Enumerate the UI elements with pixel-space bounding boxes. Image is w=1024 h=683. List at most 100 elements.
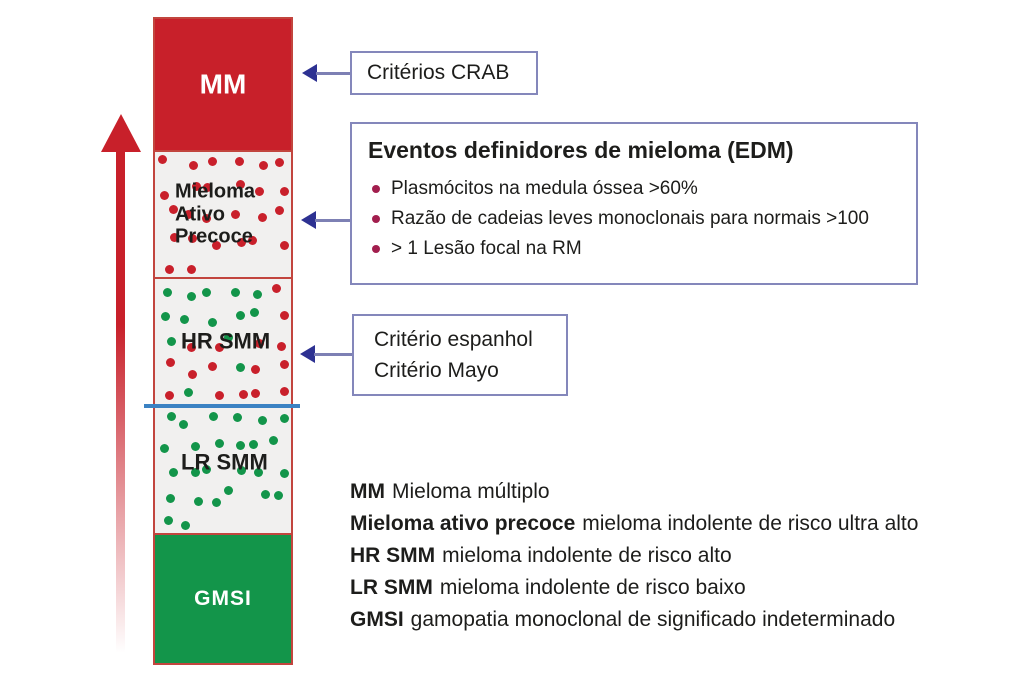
cell-dot	[248, 236, 258, 246]
segment-mm-label: MM	[199, 68, 247, 100]
cell-dot	[260, 489, 270, 499]
legend-term: Mieloma ativo precoce	[350, 512, 576, 535]
segment-mieloma-ativo-precoce: Mieloma Ativo Precoce	[155, 149, 291, 278]
dots-layer	[155, 152, 291, 278]
cell-dot	[163, 288, 173, 298]
criterio-callout-box: Critério espanhol Critério Mayo	[352, 314, 568, 396]
cell-dot	[237, 237, 247, 247]
cell-dot	[257, 212, 267, 222]
cell-dot	[248, 440, 258, 450]
cell-dot	[188, 370, 198, 380]
cell-dot	[159, 191, 169, 201]
legend-desc: mieloma indolente de risco baixo	[439, 576, 746, 599]
cell-dot	[214, 390, 224, 400]
cell-dot	[191, 442, 201, 452]
cell-dot	[280, 187, 290, 196]
cell-dot	[166, 411, 176, 421]
cell-dot	[167, 336, 177, 346]
criterio-line-1: Critério espanhol	[374, 328, 533, 351]
edm-bullet-item: > 1 Lesão focal na RM	[368, 234, 900, 264]
segment-gmsi: GMSI	[155, 533, 291, 663]
cell-dot	[223, 333, 233, 343]
cell-dot	[211, 497, 221, 507]
cell-dot	[192, 181, 202, 191]
cell-dot	[188, 233, 198, 243]
cell-dot	[179, 314, 189, 324]
edm-callout-box: Eventos definidores de mieloma (EDM) Pla…	[350, 122, 918, 285]
cell-dot	[186, 264, 196, 274]
cell-dot	[166, 494, 176, 504]
edm-title: Eventos definidores de mieloma (EDM)	[368, 137, 794, 163]
cell-dot	[273, 491, 283, 501]
cell-dot	[255, 186, 265, 196]
cell-dot	[254, 467, 264, 477]
cell-dot	[168, 204, 178, 214]
bullet-dot-icon	[372, 215, 380, 223]
cell-dot	[232, 412, 242, 422]
segment-ativo-label: Mieloma Ativo Precoce	[175, 180, 256, 248]
edm-bullet-item: Razão de cadeias leves monoclonais para …	[368, 204, 900, 234]
cell-dot	[165, 390, 175, 400]
cell-dot	[230, 210, 240, 220]
edm-bullet-text: Razão de cadeias leves monoclonais para …	[391, 208, 869, 229]
cell-dot	[224, 486, 234, 496]
legend-desc: mieloma indolente de risco ultra alto	[582, 512, 919, 535]
segment-mm: MM	[155, 19, 291, 150]
cell-dot	[280, 359, 290, 369]
cell-dot	[165, 358, 175, 368]
legend-term: HR SMM	[350, 544, 436, 567]
cell-dot	[236, 311, 246, 321]
cell-dot	[275, 206, 285, 216]
cell-dot	[236, 440, 246, 450]
cell-dot	[183, 209, 193, 219]
cell-dot	[201, 465, 211, 475]
cell-dot	[215, 439, 224, 449]
cell-dot	[271, 283, 281, 293]
cell-dot	[269, 435, 279, 445]
cell-dot	[235, 157, 245, 167]
legend-item: GMSI gamopatia monoclonal de significado …	[350, 604, 918, 636]
cell-dot	[164, 264, 174, 274]
legend-desc: gamopatia monoclonal de significado inde…	[410, 608, 896, 631]
cell-dot	[253, 290, 263, 300]
cell-dot	[179, 419, 189, 429]
cell-dot	[183, 387, 193, 397]
legend-term: GMSI	[350, 608, 404, 631]
cell-dot	[280, 386, 290, 396]
progression-up-arrow-icon	[98, 112, 144, 660]
cell-dot	[193, 496, 203, 506]
cell-dot	[169, 468, 179, 478]
cell-dot	[280, 468, 290, 478]
cell-dot	[208, 412, 218, 422]
arrow-shaft	[116, 148, 125, 653]
cell-dot	[202, 288, 211, 298]
cell-dot	[280, 241, 290, 251]
cell-dot	[187, 292, 197, 302]
cell-dot	[202, 213, 212, 223]
cell-dot	[251, 364, 261, 374]
cell-dot	[254, 338, 264, 348]
bullet-dot-icon	[372, 245, 380, 253]
cell-dot	[214, 342, 224, 352]
cell-dot	[238, 390, 248, 400]
segment-lr-smm: LR SMM	[155, 405, 291, 534]
risk-threshold-line	[144, 404, 300, 408]
cell-dot	[235, 362, 245, 372]
crab-callout-label: Critérios CRAB	[367, 61, 510, 84]
cell-dot	[251, 389, 261, 399]
cell-dot	[164, 515, 174, 525]
cell-dot	[280, 414, 290, 424]
cell-dot	[258, 416, 268, 426]
segment-hr-label: HR SMM	[181, 329, 271, 355]
edm-bullet-item: Plasmócitos na medula óssea >60%	[368, 174, 900, 204]
cell-dot	[190, 467, 200, 477]
disease-spectrum-column: MM Mieloma Ativo Precoce HR SMM LR SMM G…	[153, 17, 293, 665]
cell-dot	[275, 157, 285, 167]
legend-item: Mieloma ativo precoce mieloma indolente d…	[350, 508, 918, 540]
bullet-dot-icon	[372, 185, 380, 193]
cell-dot	[159, 443, 169, 453]
